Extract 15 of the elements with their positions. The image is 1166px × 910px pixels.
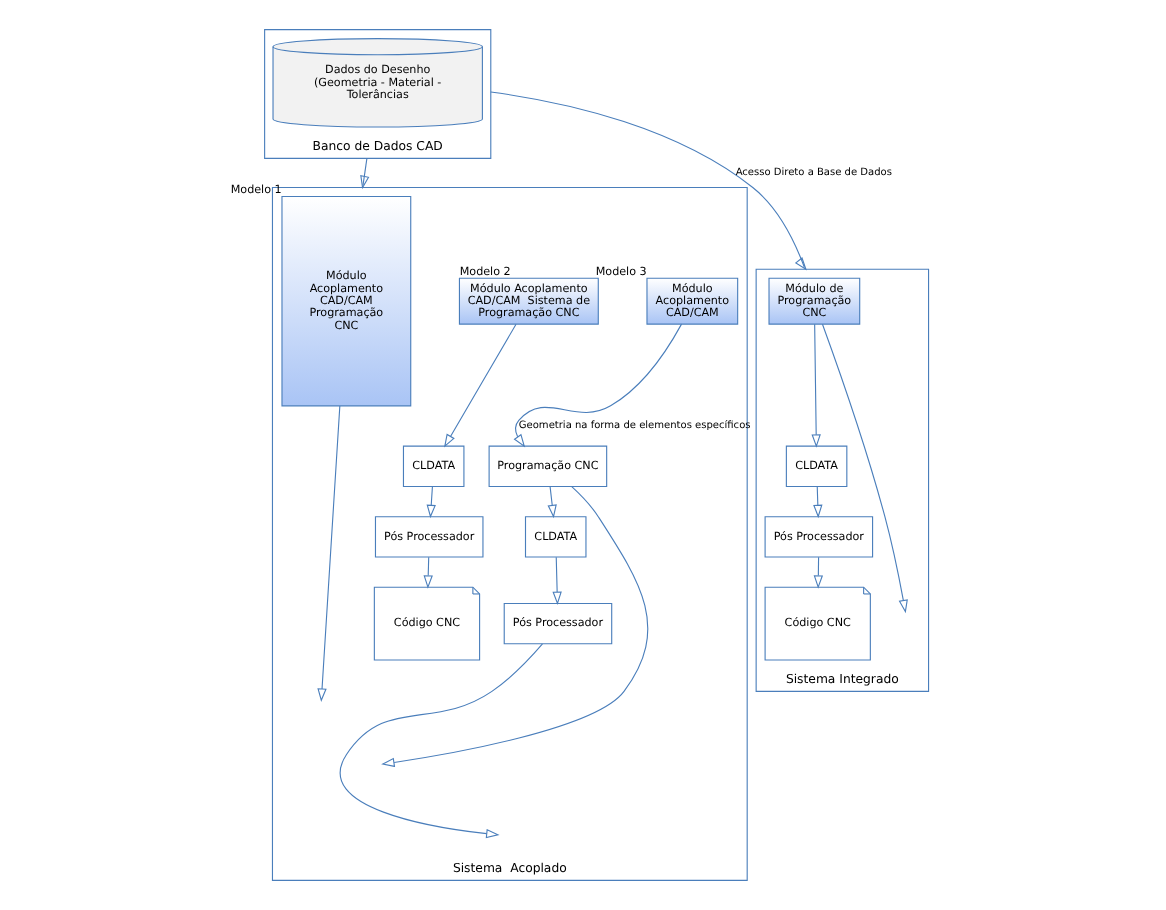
arrow [359, 157, 369, 190]
arrow [546, 486, 556, 519]
arrow [512, 323, 682, 448]
arrow [489, 91, 806, 271]
arrow [316, 405, 340, 702]
arrow [820, 323, 907, 614]
arrow [812, 556, 823, 589]
arrow [810, 323, 820, 448]
arrow [551, 556, 561, 606]
arrow [425, 486, 435, 519]
arrow [339, 643, 543, 839]
arrow [422, 556, 432, 589]
arrow [380, 486, 648, 768]
arrow [812, 486, 822, 519]
arrow [443, 323, 516, 448]
